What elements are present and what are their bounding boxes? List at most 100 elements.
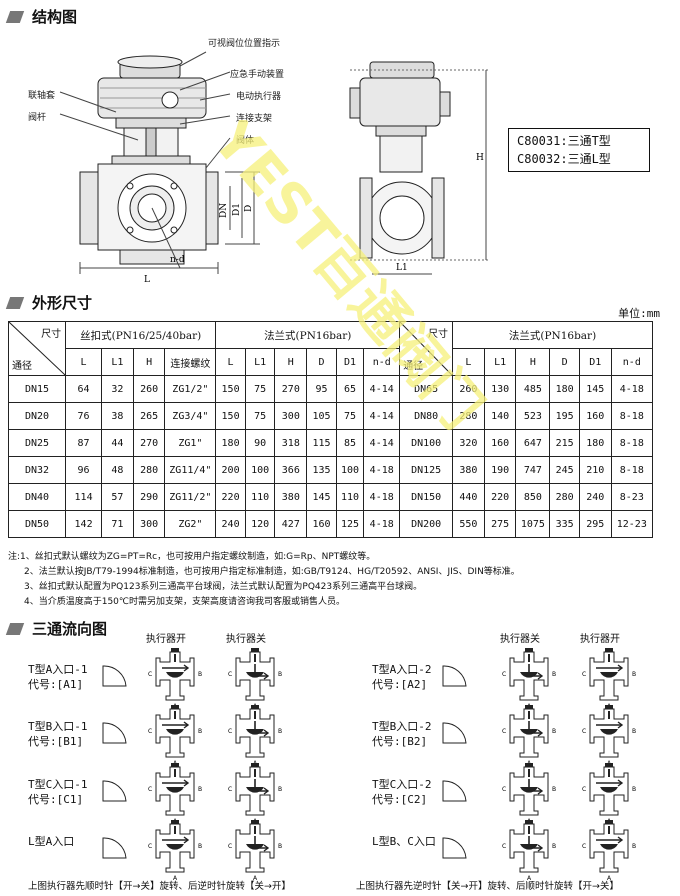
right-value-cell: 160 xyxy=(483,429,517,457)
thread-group-header: 丝扣式(PN16/25/40bar) xyxy=(65,321,217,349)
row-dn-right-cell: DN150 xyxy=(399,483,454,511)
dim-nd-label: n-d xyxy=(170,255,185,265)
dim-dn-label: DN xyxy=(219,203,229,218)
right-value-cell: 12-23 xyxy=(610,510,654,538)
callout-bracket: 连接支架 xyxy=(236,114,273,124)
thread-col-header: L1 xyxy=(101,348,134,376)
flow-label-line: T型C入口-1 xyxy=(28,778,88,791)
flange-value-cell: 145 xyxy=(306,483,337,511)
port-b-label: B xyxy=(198,728,202,735)
three-way-valve-icon: CBA xyxy=(582,763,636,825)
thread-col-header: 连接螺纹 xyxy=(164,348,217,376)
three-way-valve-icon: CBA xyxy=(582,648,636,710)
left-header-close: 执行器关 xyxy=(226,634,266,645)
thread-value-cell: 96 xyxy=(65,456,103,484)
thread-value-cell: ZG2" xyxy=(164,510,217,538)
thread-value-cell: 48 xyxy=(101,456,134,484)
three-way-valve-icon: CBA xyxy=(502,763,556,825)
right-col-header: D xyxy=(549,348,580,376)
flange-group-header-right: 法兰式(PN16bar) xyxy=(452,321,653,349)
port-b-label: B xyxy=(552,843,556,850)
dim-l1-label: L1 xyxy=(396,263,408,273)
table-corner-left: 尺寸 通径 xyxy=(7,321,67,376)
note-line: 注:1、丝扣式默认螺纹为ZG=PT=Rc，也可按用户指定螺纹制造，如:G=Rp、… xyxy=(8,552,376,562)
flange-value-cell: 427 xyxy=(274,510,308,538)
dim-d-label: D xyxy=(244,205,254,212)
three-way-valve-icon: CBA xyxy=(148,648,202,710)
flange-value-cell: 100 xyxy=(335,456,365,484)
flow-label-line: T型A入口-1 xyxy=(28,663,88,676)
section-marker-icon xyxy=(5,296,25,309)
port-c-label: C xyxy=(228,728,232,735)
right-value-cell: 180 xyxy=(578,429,612,457)
port-b-label: B xyxy=(278,786,282,793)
port-c-label: C xyxy=(148,843,152,850)
flange-value-cell: 270 xyxy=(274,375,308,403)
right-value-cell: 180 xyxy=(549,375,580,403)
right-col-header: D1 xyxy=(578,348,612,376)
right-col-header: L1 xyxy=(483,348,517,376)
row-dn-cell: DN20 xyxy=(7,402,67,430)
caption-left: 上图执行器先顺时针【开→关】旋转、后逆时针旋转【关→开】 xyxy=(28,881,291,892)
three-way-valve-icon: CBA xyxy=(148,763,202,825)
model-line: C80031:三通T型 xyxy=(517,134,611,148)
right-value-cell: 550 xyxy=(452,510,485,538)
right-value-cell: 747 xyxy=(515,456,551,484)
thread-value-cell: ZG1" xyxy=(164,429,217,457)
flange-value-cell: 75 xyxy=(244,375,276,403)
section-marker-icon xyxy=(5,622,25,635)
right-value-cell: 485 xyxy=(515,375,551,403)
flange-value-cell: 4-18 xyxy=(363,456,401,484)
row-dn-right-cell: DN65 xyxy=(399,375,454,403)
thread-value-cell: ZG11/4" xyxy=(164,456,217,484)
thread-value-cell: 38 xyxy=(101,402,134,430)
right-value-cell: 8-23 xyxy=(610,483,654,511)
flow-code-line: 代号:[C2] xyxy=(372,793,428,806)
right-value-cell: 190 xyxy=(483,456,517,484)
flow-label-line: T型B入口-1 xyxy=(28,720,88,733)
flange-value-cell: 200 xyxy=(215,456,246,484)
port-b-label: B xyxy=(198,671,202,678)
flange-value-cell: 4-18 xyxy=(363,483,401,511)
port-c-label: C xyxy=(502,671,506,678)
right-value-cell: 260 xyxy=(452,375,485,403)
flow-label-line: L型B、C入口 xyxy=(372,835,436,848)
right-value-cell: 275 xyxy=(483,510,517,538)
flange-value-cell: 150 xyxy=(215,402,246,430)
thread-value-cell: 44 xyxy=(101,429,134,457)
right-value-cell: 8-18 xyxy=(610,456,654,484)
right-value-cell: 140 xyxy=(483,402,517,430)
three-way-valve-icon: CBA xyxy=(582,705,636,767)
flange-value-cell: 65 xyxy=(335,375,365,403)
right-value-cell: 335 xyxy=(549,510,580,538)
flange-value-cell: 4-14 xyxy=(363,402,401,430)
port-a-label: A xyxy=(173,875,178,882)
port-c-label: C xyxy=(582,671,586,678)
three-way-valve-icon: CBA xyxy=(228,763,282,825)
section-flow-heading: 三通流向图 xyxy=(5,618,107,639)
section-structure-heading: 结构图 xyxy=(5,6,77,27)
right-value-cell: 1075 xyxy=(515,510,551,538)
right-flow-label: L型B、C入口 xyxy=(372,834,436,849)
thread-value-cell: 32 xyxy=(101,375,134,403)
callout-manual-device: 应急手动装置 xyxy=(230,70,285,80)
callout-actuator: 电动执行器 xyxy=(236,92,282,102)
port-c-label: C xyxy=(148,671,152,678)
thread-value-cell: ZG11/2" xyxy=(164,483,217,511)
port-c-label: C xyxy=(582,786,586,793)
flange-value-cell: 220 xyxy=(215,483,246,511)
flow-code-line: 代号:[C1] xyxy=(28,793,84,806)
flange-group-header: 法兰式(PN16bar) xyxy=(215,321,401,349)
port-b-label: B xyxy=(632,786,636,793)
flange-value-cell: 110 xyxy=(244,483,276,511)
right-col-header: H xyxy=(515,348,551,376)
thread-col-header: L xyxy=(65,348,103,376)
flange-col-header: L xyxy=(215,348,246,376)
flow-label-line: L型A入口 xyxy=(28,835,75,848)
port-c-label: C xyxy=(582,843,586,850)
